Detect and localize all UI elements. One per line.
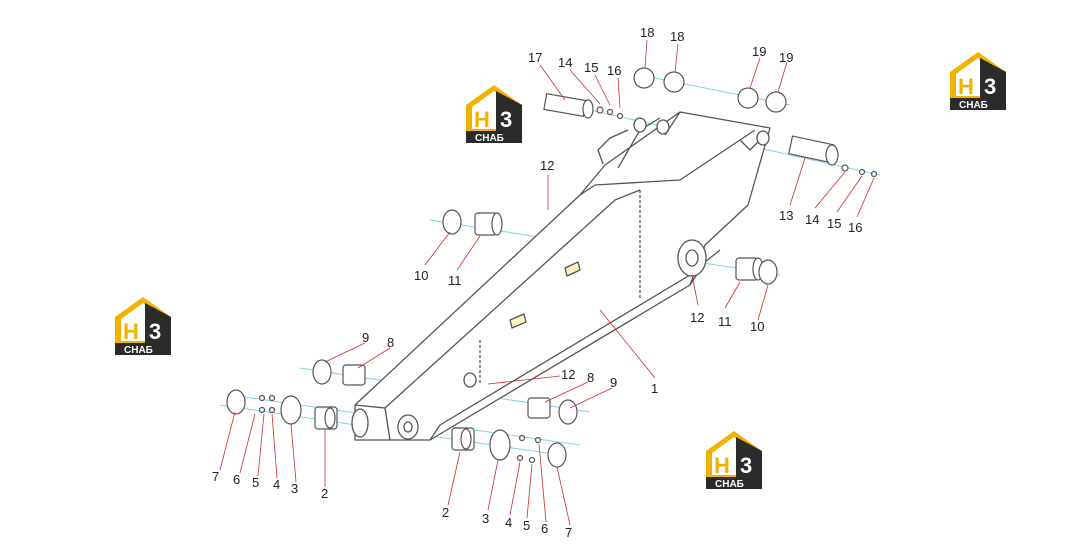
boom-body	[351, 111, 771, 441]
callout-12-low: 12	[561, 367, 575, 382]
callout-14-right: 14	[805, 212, 819, 227]
logo-top-center: Н 3 СНАБ	[466, 85, 522, 144]
callout-8-left: 8	[387, 335, 394, 350]
callout-10-right: 10	[750, 319, 764, 334]
callout-2-right: 2	[442, 505, 449, 520]
callout-6-left: 6	[233, 472, 240, 487]
plate-3b	[489, 429, 511, 461]
ring-7a	[226, 389, 246, 415]
svg-text:Н: Н	[714, 453, 730, 478]
callout-16-right: 16	[848, 220, 862, 235]
svg-text:СНАБ: СНАБ	[124, 345, 153, 356]
svg-text:3: 3	[149, 319, 161, 344]
callout-12-mid: 12	[690, 310, 704, 325]
pin-13	[788, 135, 839, 166]
svg-text:3: 3	[500, 107, 512, 132]
svg-text:Н: Н	[474, 107, 490, 132]
washer-18a	[633, 67, 655, 89]
logo-top-right: Н 3 СНАБ	[950, 52, 1006, 111]
callout-4-left: 4	[273, 477, 280, 492]
callout-9-right: 9	[610, 375, 617, 390]
callout-1: 1	[651, 381, 658, 396]
washer-19a	[737, 87, 759, 109]
callout-3-left: 3	[291, 481, 298, 496]
ring-9a	[312, 359, 332, 385]
ring-9b	[558, 399, 578, 425]
callout-14-top: 14	[558, 55, 572, 70]
bushing-11b	[735, 257, 764, 281]
callout-9-left: 9	[362, 330, 369, 345]
callout-8-right: 8	[587, 370, 594, 385]
callout-16-top: 16	[607, 63, 621, 78]
svg-text:Н: Н	[123, 319, 139, 344]
callout-3-right: 3	[482, 511, 489, 526]
callout-11-right: 11	[718, 314, 732, 329]
bushing-2a	[314, 406, 338, 430]
bushing-8b	[527, 397, 551, 419]
callout-15-top: 15	[584, 60, 598, 75]
callout-12-top: 12	[540, 158, 554, 173]
svg-text:3: 3	[984, 74, 996, 99]
callouts: 17 14 15 16 18 18 19 19 12 13 14 15 16 1…	[212, 25, 862, 540]
svg-text:СНАБ: СНАБ	[475, 133, 504, 144]
leader-lines	[219, 39, 875, 526]
callout-5-right: 5	[523, 518, 530, 533]
exploded-parts	[226, 67, 878, 468]
pin-17	[543, 92, 594, 119]
callout-11-left: 11	[448, 273, 462, 288]
plate-3a	[280, 395, 302, 425]
callout-7-left: 7	[212, 469, 219, 484]
bushing-8a	[342, 364, 366, 386]
callout-19b: 19	[779, 50, 793, 65]
callout-7-right: 7	[565, 525, 572, 540]
callout-5-left: 5	[252, 475, 259, 490]
bushing-2b	[451, 427, 475, 451]
svg-text:3: 3	[740, 453, 752, 478]
callout-10-left: 10	[414, 268, 428, 283]
svg-text:СНАБ: СНАБ	[715, 479, 744, 490]
callout-18a: 18	[640, 25, 654, 40]
callout-19a: 19	[752, 44, 766, 59]
ring-10b	[758, 259, 778, 285]
ring-7b	[547, 442, 567, 468]
callout-13: 13	[779, 208, 793, 223]
callout-17: 17	[528, 50, 542, 65]
bushing-11a	[474, 212, 503, 236]
callout-18b: 18	[670, 29, 684, 44]
svg-text:СНАБ: СНАБ	[959, 100, 988, 111]
washer-19b	[765, 91, 787, 113]
callout-6-right: 6	[541, 521, 548, 536]
logo-bottom-center: Н 3 СНАБ	[706, 431, 762, 490]
svg-text:Н: Н	[958, 74, 974, 99]
logo-left: Н 3 СНАБ	[115, 297, 171, 356]
ring-10a	[442, 209, 462, 235]
callout-4-right: 4	[505, 515, 512, 530]
callout-15-right: 15	[827, 216, 841, 231]
washer-18b	[663, 71, 685, 93]
callout-2-left: 2	[321, 486, 328, 501]
